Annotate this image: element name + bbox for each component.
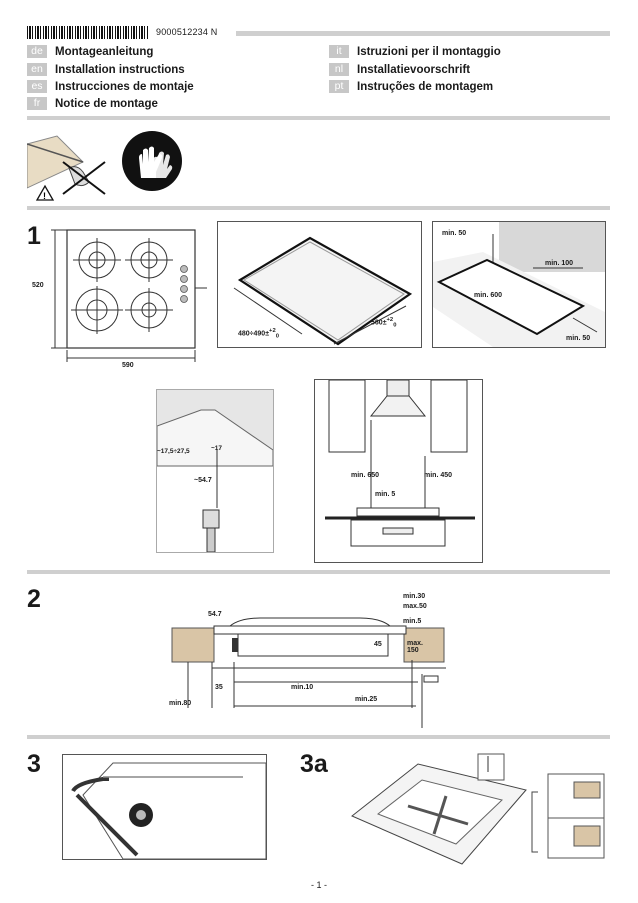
extractor-hood-clearance: [314, 379, 483, 563]
section-divider: [27, 206, 610, 210]
mounting-brackets-drawing: [351, 753, 605, 865]
cutout-depth-label: 480÷490±+20: [238, 328, 279, 340]
document-number: 9000512234 N: [156, 27, 218, 37]
barcode: [27, 26, 149, 39]
hood-min-650: min. 650: [351, 472, 380, 479]
cutout-width-label: 560±+20: [371, 317, 397, 329]
no-lifting-by-knob-warning-icon: !: [27, 135, 106, 201]
dim-max-50: max.50: [403, 603, 427, 610]
dim-54-7: 54.7: [208, 611, 222, 618]
hob-top-view-dimensions: [51, 229, 207, 362]
seal-application-detail: [62, 754, 267, 860]
step-number-2: 2: [27, 585, 41, 613]
dim-min-5: min.5: [403, 618, 422, 625]
hob-height-label: 520: [32, 282, 44, 289]
clearance-min-50-right: min. 50: [566, 335, 591, 342]
step-number-3a: 3a: [300, 750, 328, 778]
clearances-panel: [432, 221, 606, 348]
hood-min-450: min. 450: [424, 472, 453, 479]
clearance-min-600: min. 600: [474, 292, 503, 299]
step-number-1: 1: [27, 222, 41, 250]
edge-offset: ~17: [211, 445, 223, 452]
wear-gloves-icon: [122, 131, 182, 191]
header-rule: [236, 31, 610, 36]
svg-text:!: !: [43, 191, 46, 201]
section-divider: [27, 735, 610, 739]
cutout-dimensions-panel: [217, 221, 422, 348]
dim-min-25: min.25: [355, 696, 378, 703]
dim-min-30: min.30: [403, 593, 426, 600]
section-divider: [27, 570, 610, 574]
edge-offset-range: ~17,5÷27,5: [157, 448, 190, 455]
section-divider: [27, 116, 610, 120]
worktop-edge-detail: [156, 389, 274, 553]
dim-max-150: max.150: [407, 640, 423, 654]
dim-min-80: min.80: [169, 700, 192, 707]
page-number: - 1 -: [310, 880, 327, 890]
hob-width-label: 590: [122, 362, 134, 369]
step-number-3: 3: [27, 750, 41, 778]
fixing-distance: ~54.7: [194, 477, 212, 484]
dim-45: 45: [374, 641, 382, 648]
dim-min-10: min.10: [291, 684, 314, 691]
dim-35: 35: [215, 684, 223, 691]
clearance-min-100: min. 100: [545, 260, 574, 267]
hood-min-5: min. 5: [375, 491, 396, 498]
clearance-min-50-top: min. 50: [442, 230, 467, 237]
hob-cross-section-drawing: [171, 617, 446, 728]
